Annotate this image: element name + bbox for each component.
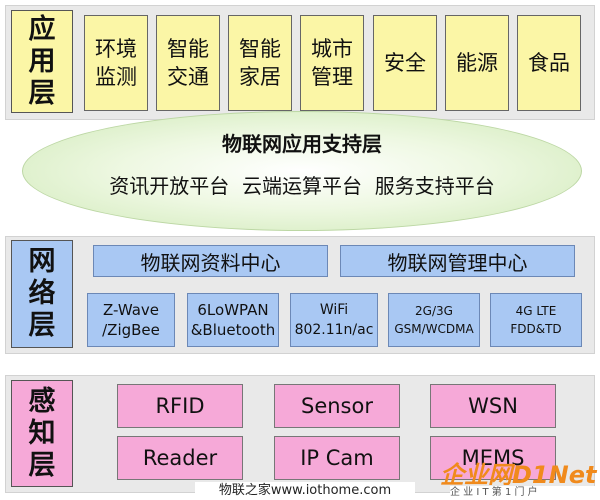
app-item-label: 能源 [456, 51, 498, 75]
tech-line: &Bluetooth [190, 321, 276, 339]
app-item-label: 智能交通 [167, 37, 209, 89]
tech-box-6lowpan: 6LoWPAN &Bluetooth [187, 293, 279, 347]
support-layer-ellipse [22, 111, 582, 231]
tech-box-4g: 4G LTE FDD&TD [490, 293, 582, 347]
app-item-home: 智能家居 [228, 15, 292, 111]
app-item-label: 城市管理 [311, 37, 353, 89]
sensor-item-label: Sensor [301, 394, 373, 418]
sensor-item-label: RFID [155, 394, 205, 418]
management-center-box: 物联网管理中心 [340, 245, 575, 277]
sensor-item-label: Reader [142, 446, 218, 470]
sensor-item-reader: Reader [117, 436, 243, 480]
sensor-item-ipcam: IP Cam [274, 436, 400, 480]
tech-line: FDD&TD [510, 322, 562, 336]
sensor-item-wsn: WSN [430, 384, 556, 428]
source-watermark: 物联之家www.iothome.com [195, 482, 415, 500]
app-item-transport: 智能交通 [156, 15, 220, 111]
tech-line: WiFi [319, 302, 349, 318]
app-item-city: 城市管理 [300, 15, 364, 111]
app-item-label: 食品 [528, 51, 570, 75]
tech-line: GSM/WCDMA [394, 322, 474, 336]
app-item-food: 食品 [517, 15, 581, 111]
sensor-item-mems: MEMS [430, 436, 556, 480]
app-item-energy: 能源 [445, 15, 509, 111]
network-layer-title-text: 网络层 [28, 246, 56, 341]
d1net-logo: 企业网D1Net [440, 461, 597, 485]
app-item-label: 安全 [384, 51, 426, 75]
app-item-label: 智能家居 [239, 37, 281, 89]
management-center-label: 物联网管理中心 [387, 250, 528, 275]
application-layer-title-text: 应用层 [28, 13, 56, 109]
sensor-item-label: MEMS [461, 446, 525, 470]
tech-box-wifi: WiFi 802.11n/ac [290, 293, 378, 347]
tech-box-zwave: Z-Wave /ZigBee [87, 293, 175, 347]
tech-box-2g3g: 2G/3G GSM/WCDMA [388, 293, 480, 347]
sensor-item-label: IP Cam [300, 446, 374, 470]
tech-line: Z-Wave [103, 301, 159, 319]
sensor-item-sensor: Sensor [274, 384, 400, 428]
app-item-environment: 环境监测 [84, 15, 148, 111]
perception-layer-title-text: 感知层 [28, 385, 56, 481]
tech-line: 802.11n/ac [294, 322, 374, 338]
tech-line: 6LoWPAN [197, 301, 269, 319]
sensor-item-label: WSN [468, 394, 518, 418]
application-layer-title: 应用层 [11, 10, 73, 113]
sensor-item-rfid: RFID [117, 384, 243, 428]
tech-line: 4G LTE [515, 304, 557, 318]
support-layer-title: 物联网应用支持层 [222, 132, 382, 156]
tech-line: /ZigBee [102, 321, 160, 339]
data-center-box: 物联网资料中心 [93, 245, 328, 277]
perception-layer-title: 感知层 [11, 380, 73, 487]
data-center-label: 物联网资料中心 [140, 250, 281, 275]
network-layer-title: 网络层 [11, 240, 73, 348]
tech-line: 2G/3G [415, 304, 453, 318]
app-item-label: 环境监测 [95, 37, 137, 89]
d1net-slogan: 企 业 I T 第 1 门 户 [450, 486, 600, 500]
support-layer-platforms: 资讯开放平台 云端运算平台 服务支持平台 [109, 174, 495, 198]
app-item-security: 安全 [373, 15, 437, 111]
